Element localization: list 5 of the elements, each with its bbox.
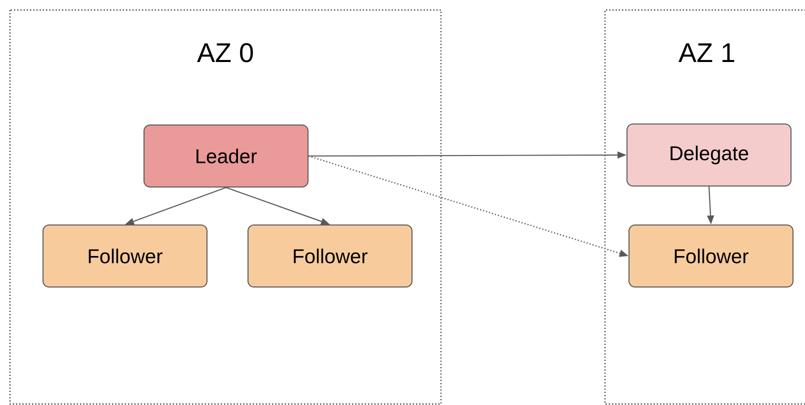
process-box: Follower (628, 224, 794, 288)
process-box: Leader (144, 124, 308, 188)
process-box: Delegate (626, 124, 792, 186)
process-box: Follower (248, 224, 412, 288)
process-box: Follower (42, 224, 208, 288)
